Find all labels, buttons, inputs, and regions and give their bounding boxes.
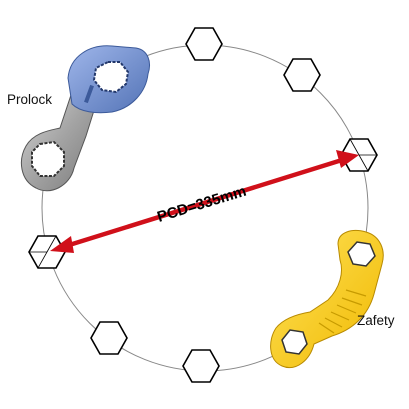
arrow-head-right: [336, 150, 359, 168]
hex-nut-top-right: [283, 58, 321, 92]
hex-nut-top: [185, 27, 223, 61]
hex-nut-bottom: [182, 349, 220, 383]
bolt-nuts: [28, 27, 378, 383]
zafety-top-hole: [347, 241, 376, 267]
prolock-blue-hole: [92, 61, 130, 94]
hex-nut-bottom-left: [90, 321, 128, 355]
pcd-arrow: [50, 150, 359, 253]
prolock-locking-plate: [20, 45, 150, 192]
nut-facets: [29, 138, 377, 269]
zafety-locking-sleeve: [270, 230, 384, 368]
pcd-label: PCD=335mm: [155, 183, 248, 226]
zafety-bottom-hole: [281, 329, 308, 355]
prolock-steel-hole: [31, 140, 65, 177]
arrow-head-left: [50, 236, 74, 253]
prolock-label: Prolock: [7, 92, 52, 107]
zafety-label: Zafety: [357, 313, 395, 328]
